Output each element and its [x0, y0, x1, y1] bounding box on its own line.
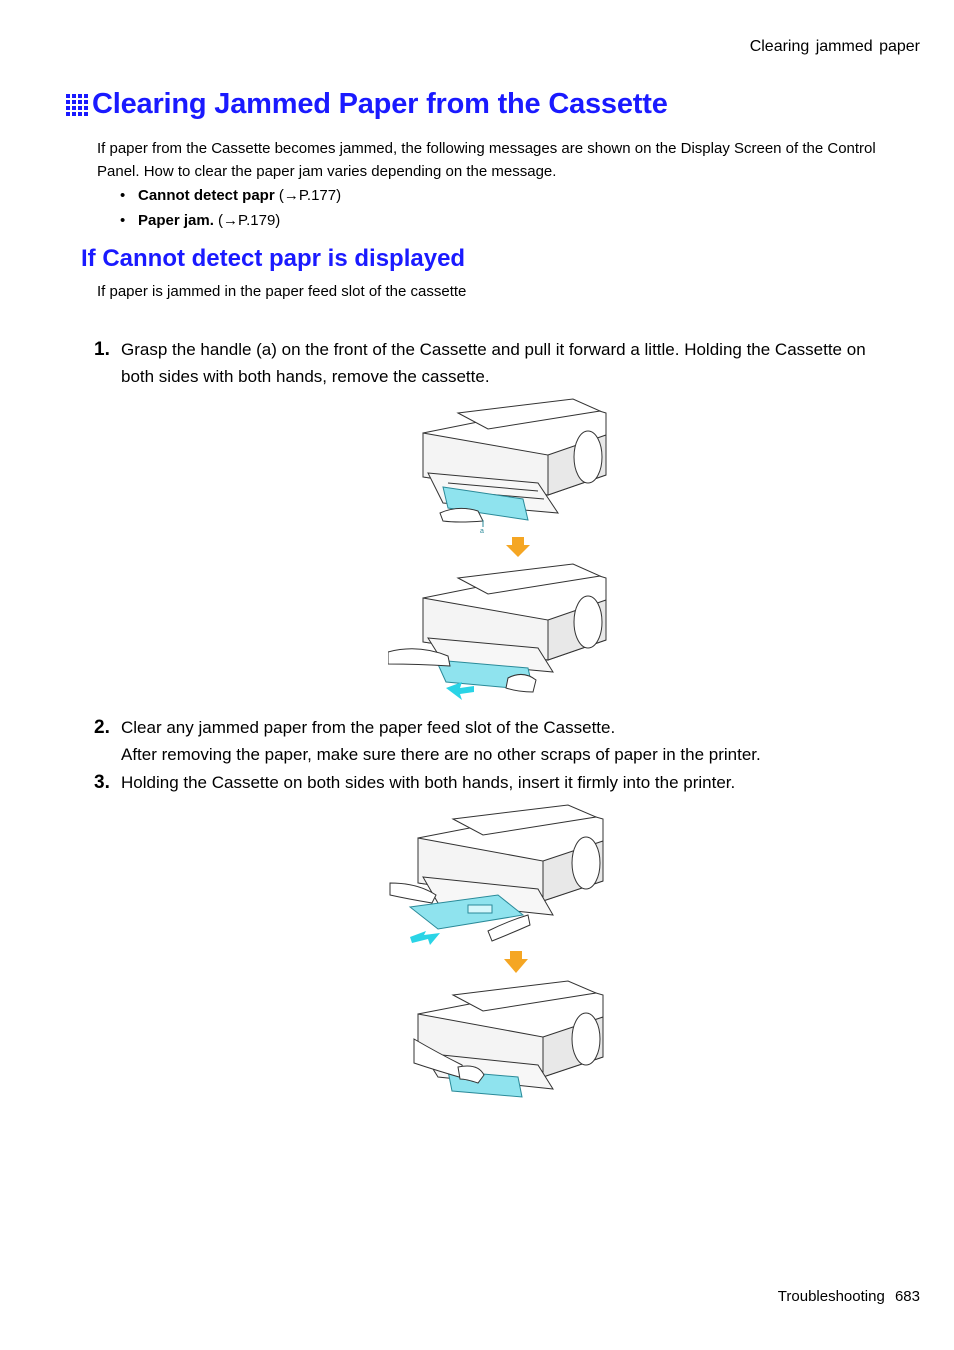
down-arrow-icon [506, 537, 530, 557]
step-number: 2. [94, 717, 110, 738]
printer-drawing [417, 804, 604, 916]
list-item: Cannot detect papr (→P.177) [120, 183, 341, 208]
step-3: 3. Holding the Cassette on both sides wi… [94, 769, 894, 796]
down-arrow-icon [504, 951, 528, 973]
page-reference-link[interactable]: (→P.179) [218, 212, 281, 229]
list-item: Paper jam. (→P.179) [120, 208, 341, 233]
hand-drawing [439, 507, 484, 523]
push-arrow-icon [410, 931, 440, 945]
step-text: Grasp the handle (a) on the front of the… [121, 340, 866, 386]
footer-section: Troubleshooting [777, 1288, 885, 1305]
page-reference-link[interactable]: (→P.177) [278, 187, 342, 204]
step-number: 1. [94, 339, 110, 360]
subsection-heading: If Cannot detect papr is displayed [81, 245, 466, 272]
pull-arrow-icon [446, 682, 474, 700]
running-header: Clearing jammed paper [749, 38, 920, 55]
page-number: 683 [894, 1288, 920, 1305]
message-label: Paper jam. [138, 212, 214, 229]
grid-bullet-icon [66, 93, 88, 116]
step-text: Holding the Cassette on both sides with … [121, 773, 736, 792]
section-intro: If paper from the Cassette becomes jamme… [97, 140, 876, 180]
insert-cassette-illustration [389, 804, 604, 1098]
cassette-drawing [408, 894, 525, 930]
step-number: 3. [94, 772, 110, 793]
hand-drawing [413, 1038, 485, 1084]
page-title: Clearing Jammed Paper from the Cassette [92, 88, 668, 120]
page-footer: Troubleshooting 683 [778, 1288, 920, 1305]
step-note: After removing the paper, make sure ther… [121, 745, 761, 764]
section-heading: Clearing Jammed Paper from the Cassette [66, 88, 668, 121]
remove-cassette-illustration: a [388, 398, 607, 700]
subsection-intro: If paper is jammed in the paper feed slo… [97, 283, 467, 300]
message-list: Cannot detect papr (→P.177) Paper jam. (… [120, 183, 341, 233]
step-1: 1. Grasp the handle (a) on the front of … [94, 336, 894, 390]
message-label: Cannot detect papr [138, 187, 275, 204]
step-2: 2. Clear any jammed paper from the paper… [94, 714, 894, 768]
printer-drawing [422, 563, 607, 673]
cassette-drawing [442, 486, 529, 521]
hand-drawing [388, 648, 537, 693]
hand-drawing [389, 882, 531, 942]
callout-a-label: a [480, 528, 484, 535]
step-text: Clear any jammed paper from the paper fe… [121, 718, 616, 737]
